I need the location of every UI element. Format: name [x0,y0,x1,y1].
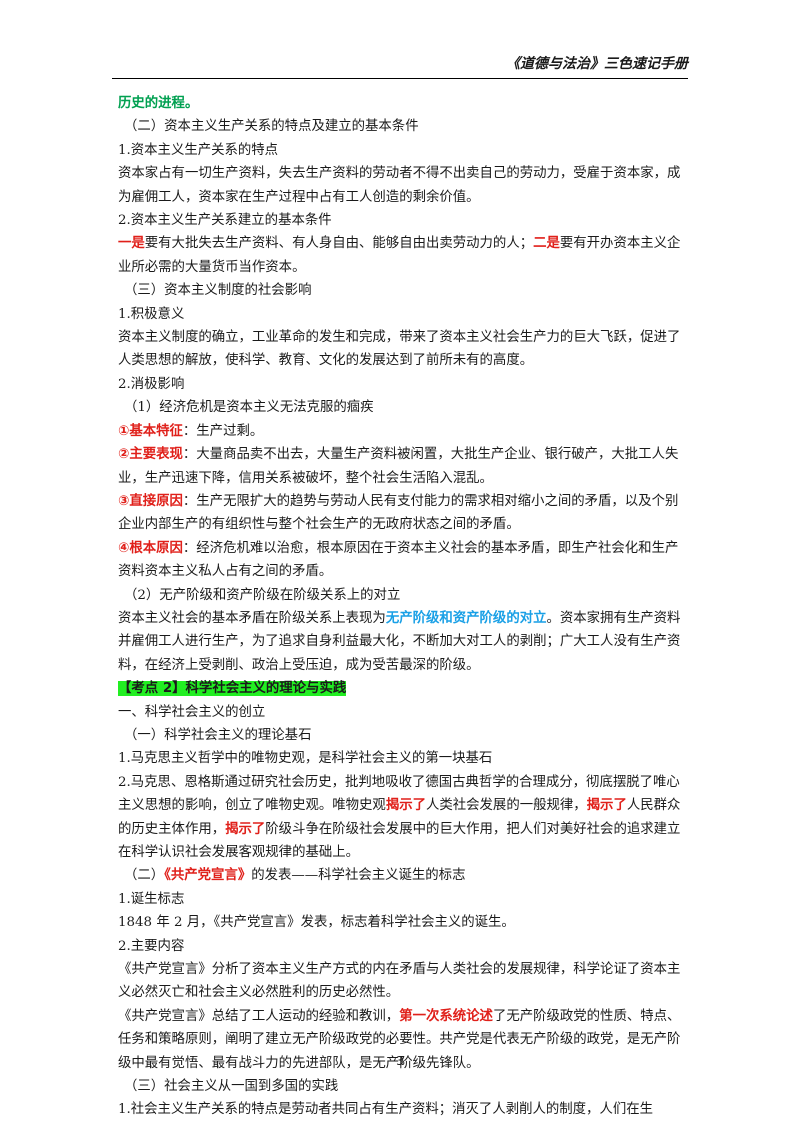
subheading: 1.诞生标志 [118,891,185,907]
red-keyword: 揭示了 [385,798,426,814]
section-heading: （三）资本主义制度的社会影响 [124,283,312,299]
text-span: ：生产无限扩大的趋势与劳动人民有支付能力的需求相对缩小之间的矛盾，以及个别企业内… [118,493,679,533]
subheading: （1）经济危机是资本主义无法克服的痼疾 [124,400,374,416]
red-keyword: 《共产党宣言》 [164,868,252,884]
paragraph: 1.社会主义生产关系的特点是劳动者共同占有生产资料；消灭了人剥削人的制度，人们在… [118,1102,654,1118]
paragraph: 资本主义制度的确立，工业革命的发生和完成，带来了资本主义社会生产力的巨大飞跃，促… [118,330,681,369]
paragraph: 2.马克思、恩格斯通过研究社会历史，批判地吸收了德国古典哲学的合理成分，彻底摆脱… [118,771,682,865]
paragraph: 资本家占有一切生产资料，失去生产资料的劳动者不得不出卖自己的劳动力，受雇于资本家… [118,166,681,205]
text-span: ：大量商品卖不出去，大量生产资料被闲置，大批生产企业、银行破产，大批工人失业，生… [118,447,679,486]
text-span: 阶级斗争在阶级社会发展中的巨大作用，把人们对美好社会的追求建立在科学认识社会发展… [118,821,681,860]
red-keyword: 一是 [118,236,145,252]
text-span: 人民群众的历史主体作用， [118,798,681,837]
red-keyword: 二是 [533,236,560,252]
text-span: ：经济危机难以治愈，根本原因在于资本主义社会的基本矛盾，即生产社会化和生产资料资… [118,540,679,580]
green-text: 历史的进程。 [118,96,199,111]
text-span: 要有大批失去生产资料、有人身自由、能够自由出卖劳动力的人； [144,236,534,252]
document-header: 《道德与法治》三色速记手册 [112,52,688,79]
paragraph: ④根本原因：经济危机难以治愈，根本原因在于资本主义社会的基本矛盾，即生产社会化和… [118,537,682,584]
section-heading: （二）《共产党宣言》的发表——科学社会主义诞生的标志 [118,864,682,887]
section-heading: （二）资本主义生产关系的特点及建立的基本条件 [124,119,419,135]
paragraph: 《共产党宣言》分析了资本主义生产方式的内在矛盾与人类社会的发展规律，科学论证了资… [118,962,681,1001]
red-keyword: 揭示了 [225,821,266,837]
blue-keyword: 无产阶级和资产阶级的对立 [385,610,547,626]
text-span: 要有开办资本主义企业所必需的大量货币当作资本。 [118,236,681,275]
red-keyword: 揭示了 [586,798,627,814]
subheading: （2）无产阶级和资产阶级在阶级关系上的对立 [124,587,401,603]
paragraph: ③直接原因：生产无限扩大的趋势与劳动人民有支付能力的需求相对缩小之间的矛盾，以及… [118,490,682,537]
text-span: ：生产过剩。 [182,423,264,439]
subheading: 2.消极影响 [118,376,185,392]
subheading: 1.积极意义 [118,306,185,322]
paragraph: ②主要表现：大量商品卖不出去，大量生产资料被闲置，大批生产企业、银行破产，大批工… [118,443,682,490]
paragraph: 《共产党宣言》总结了工人运动的经验和教训，第一次系统论述了无产阶级政党的性质、特… [118,1005,682,1075]
text-span: 人类社会发展的一般规律， [425,798,587,814]
subheading: 2.资本主义生产关系建立的基本条件 [118,213,332,229]
page-content: 历史的进程。 （二）资本主义生产关系的特点及建立的基本条件 1.资本主义生产关系… [118,92,682,1122]
paragraph: 资本主义社会的基本矛盾在阶级关系上表现为无产阶级和资产阶级的对立。资本家拥有生产… [118,607,682,677]
subheading: 2.主要内容 [118,938,185,954]
text-span: 的发表——科学社会主义诞生的标志 [251,868,466,884]
section-heading: （一）科学社会主义的理论基石 [124,727,312,743]
subheading: 1.资本主义生产关系的特点 [118,142,279,158]
section-heading: 一、科学社会主义的创立 [118,704,266,720]
paragraph: 一是要有大批失去生产资料、有人身自由、能够自由出卖劳动力的人；二是要有开办资本主… [118,232,682,279]
highlighted-heading: 【考点 2】科学社会主义的理论与实践 [118,681,347,697]
section-heading: （三）社会主义从一国到多国的实践 [124,1079,339,1095]
paragraph: 历史的进程。 [118,92,682,115]
red-keyword: ②主要表现 [118,447,183,463]
red-keyword: ③直接原因 [118,493,183,509]
page-number: 3 [396,1054,404,1068]
paragraph: ①基本特征：生产过剩。 [118,420,682,443]
text-span: 。资本家拥有生产资料并雇佣工人进行生产，为了追求自身利益最大化，不断加大对工人的… [118,610,681,673]
paragraph: 1848 年 2 月，《共产党宣言》发表，标志着科学社会主义的诞生。 [118,915,515,931]
text-span: （二） [124,868,165,884]
header-title: 《道德与法治》三色速记手册 [506,56,688,72]
text-span: 了无产阶级政党的性质、特点、任务和策略原则，阐明了建立无产阶级政党的必要性。共产… [118,1008,681,1071]
red-keyword: ①基本特征 [118,423,183,439]
red-keyword: ④根本原因 [118,540,183,556]
paragraph: 【考点 2】科学社会主义的理论与实践 [118,677,682,700]
subheading: 1.马克思主义哲学中的唯物史观，是科学社会主义的第一块基石 [118,751,493,767]
text-span: 《共产党宣言》总结了工人运动的经验和教训， [118,1008,400,1024]
text-span: 2.马克思、恩格斯通过研究社会历史，批判地吸收了德国古典哲学的合理成分，彻底摆脱… [118,774,680,814]
red-keyword: 第一次系统论述 [399,1008,493,1024]
text-span: 资本主义社会的基本矛盾在阶级关系上表现为 [118,610,386,626]
